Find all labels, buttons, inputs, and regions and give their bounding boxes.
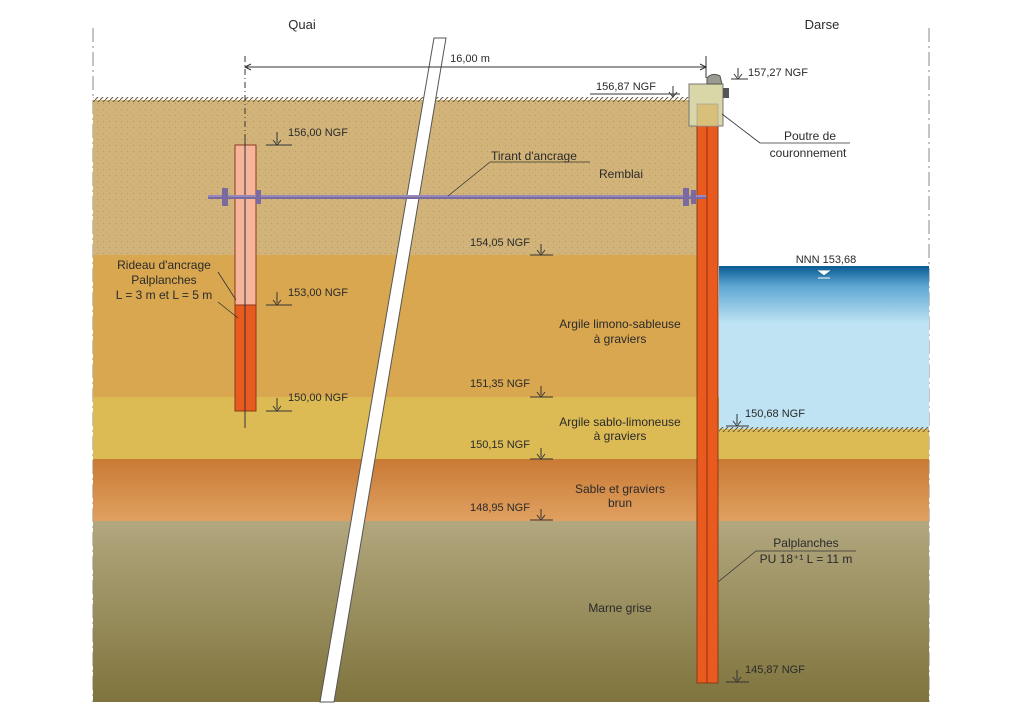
svg-text:Palplanches: Palplanches [131, 273, 196, 287]
svg-text:153,00 NGF: 153,00 NGF [288, 287, 348, 299]
label-argile2-line1: Argile sablo-limoneuse [559, 415, 681, 429]
level-157-27: 157,27 NGF [731, 67, 808, 80]
label-remblai: Remblai [599, 167, 643, 181]
callout-rideau: Rideau d'ancrage Palplanches L = 3 m et … [116, 258, 239, 319]
label-sable-line1: Sable et graviers [575, 482, 665, 496]
svg-text:154,05 NGF: 154,05 NGF [470, 237, 530, 249]
cap-beam-inner [696, 103, 719, 127]
ground-surface-hatch [93, 97, 689, 102]
label-argile2-line2: à graviers [594, 429, 647, 443]
callout-poutre: Poutre de couronnement [721, 113, 850, 160]
svg-text:145,87 NGF: 145,87 NGF [745, 664, 805, 676]
section-break-band [319, 37, 447, 703]
svg-text:150,68 NGF: 150,68 NGF [745, 408, 805, 420]
level-153-00: 153,00 NGF [266, 287, 348, 306]
svg-text:Palplanches: Palplanches [773, 536, 838, 550]
bollard-icon [706, 73, 723, 85]
level-151-35: 151,35 NGF [470, 378, 553, 398]
level-148-95: 148,95 NGF [470, 502, 553, 521]
tie-rod-plate-left [222, 188, 228, 206]
tie-rod-plate-left-2 [256, 190, 261, 204]
svg-text:Poutre de: Poutre de [784, 129, 836, 143]
seabed-hatch [719, 427, 929, 432]
dimension-arrow-left [243, 63, 252, 71]
tie-rod-plate-right [683, 188, 689, 206]
svg-text:PU 18⁺¹ L = 11 m: PU 18⁺¹ L = 11 m [760, 552, 853, 566]
svg-text:Tirant d'ancrage: Tirant d'ancrage [491, 149, 577, 163]
svg-text:Rideau d'ancrage: Rideau d'ancrage [117, 258, 211, 272]
svg-text:157,27 NGF: 157,27 NGF [748, 67, 808, 79]
layer-remblai-texture [93, 100, 707, 255]
label-argile1-line2: à graviers [594, 332, 647, 346]
label-argile1-line1: Argile limono-sableuse [559, 317, 681, 331]
label-marne: Marne grise [588, 601, 652, 615]
level-150-00: 150,00 NGF [266, 392, 348, 412]
dimension-arrow-right [699, 63, 708, 71]
level-156-00: 156,00 NGF [266, 127, 348, 146]
fender [723, 88, 729, 98]
svg-text:L = 3 m et L = 5 m: L = 3 m et L = 5 m [116, 288, 213, 302]
header-darse: Darse [805, 17, 840, 32]
darse-seabed-strip [719, 429, 929, 459]
layer-sable-graviers [93, 459, 929, 521]
water-level-marker-icon [814, 269, 834, 277]
tie-rod-plate-right-2 [691, 190, 696, 204]
svg-text:150,15 NGF: 150,15 NGF [470, 439, 530, 451]
dimension-label: 16,00 m [450, 53, 490, 65]
label-sable-line2: brun [608, 496, 632, 510]
svg-text:156,00 NGF: 156,00 NGF [288, 127, 348, 139]
header-quai: Quai [288, 17, 316, 32]
svg-text:150,00 NGF: 150,00 NGF [288, 392, 348, 404]
callout-tirant: Tirant d'ancrage [447, 149, 590, 197]
level-150-15: 150,15 NGF [470, 439, 553, 460]
level-156-87: 156,87 NGF [590, 81, 680, 98]
svg-text:148,95 NGF: 148,95 NGF [470, 502, 530, 514]
svg-text:156,87 NGF: 156,87 NGF [596, 81, 656, 93]
callout-palplanches: Palplanches PU 18⁺¹ L = 11 m [717, 536, 856, 583]
level-154-05: 154,05 NGF [470, 237, 553, 256]
svg-text:couronnement: couronnement [770, 146, 847, 160]
level-145-87: 145,87 NGF [726, 664, 805, 683]
svg-text:151,35 NGF: 151,35 NGF [470, 378, 530, 390]
water-body [719, 267, 929, 429]
level-150-68: 150,68 NGF [726, 408, 805, 427]
main-sheet-pile [696, 121, 719, 684]
water-level-label: NNN 153,68 [796, 254, 857, 266]
